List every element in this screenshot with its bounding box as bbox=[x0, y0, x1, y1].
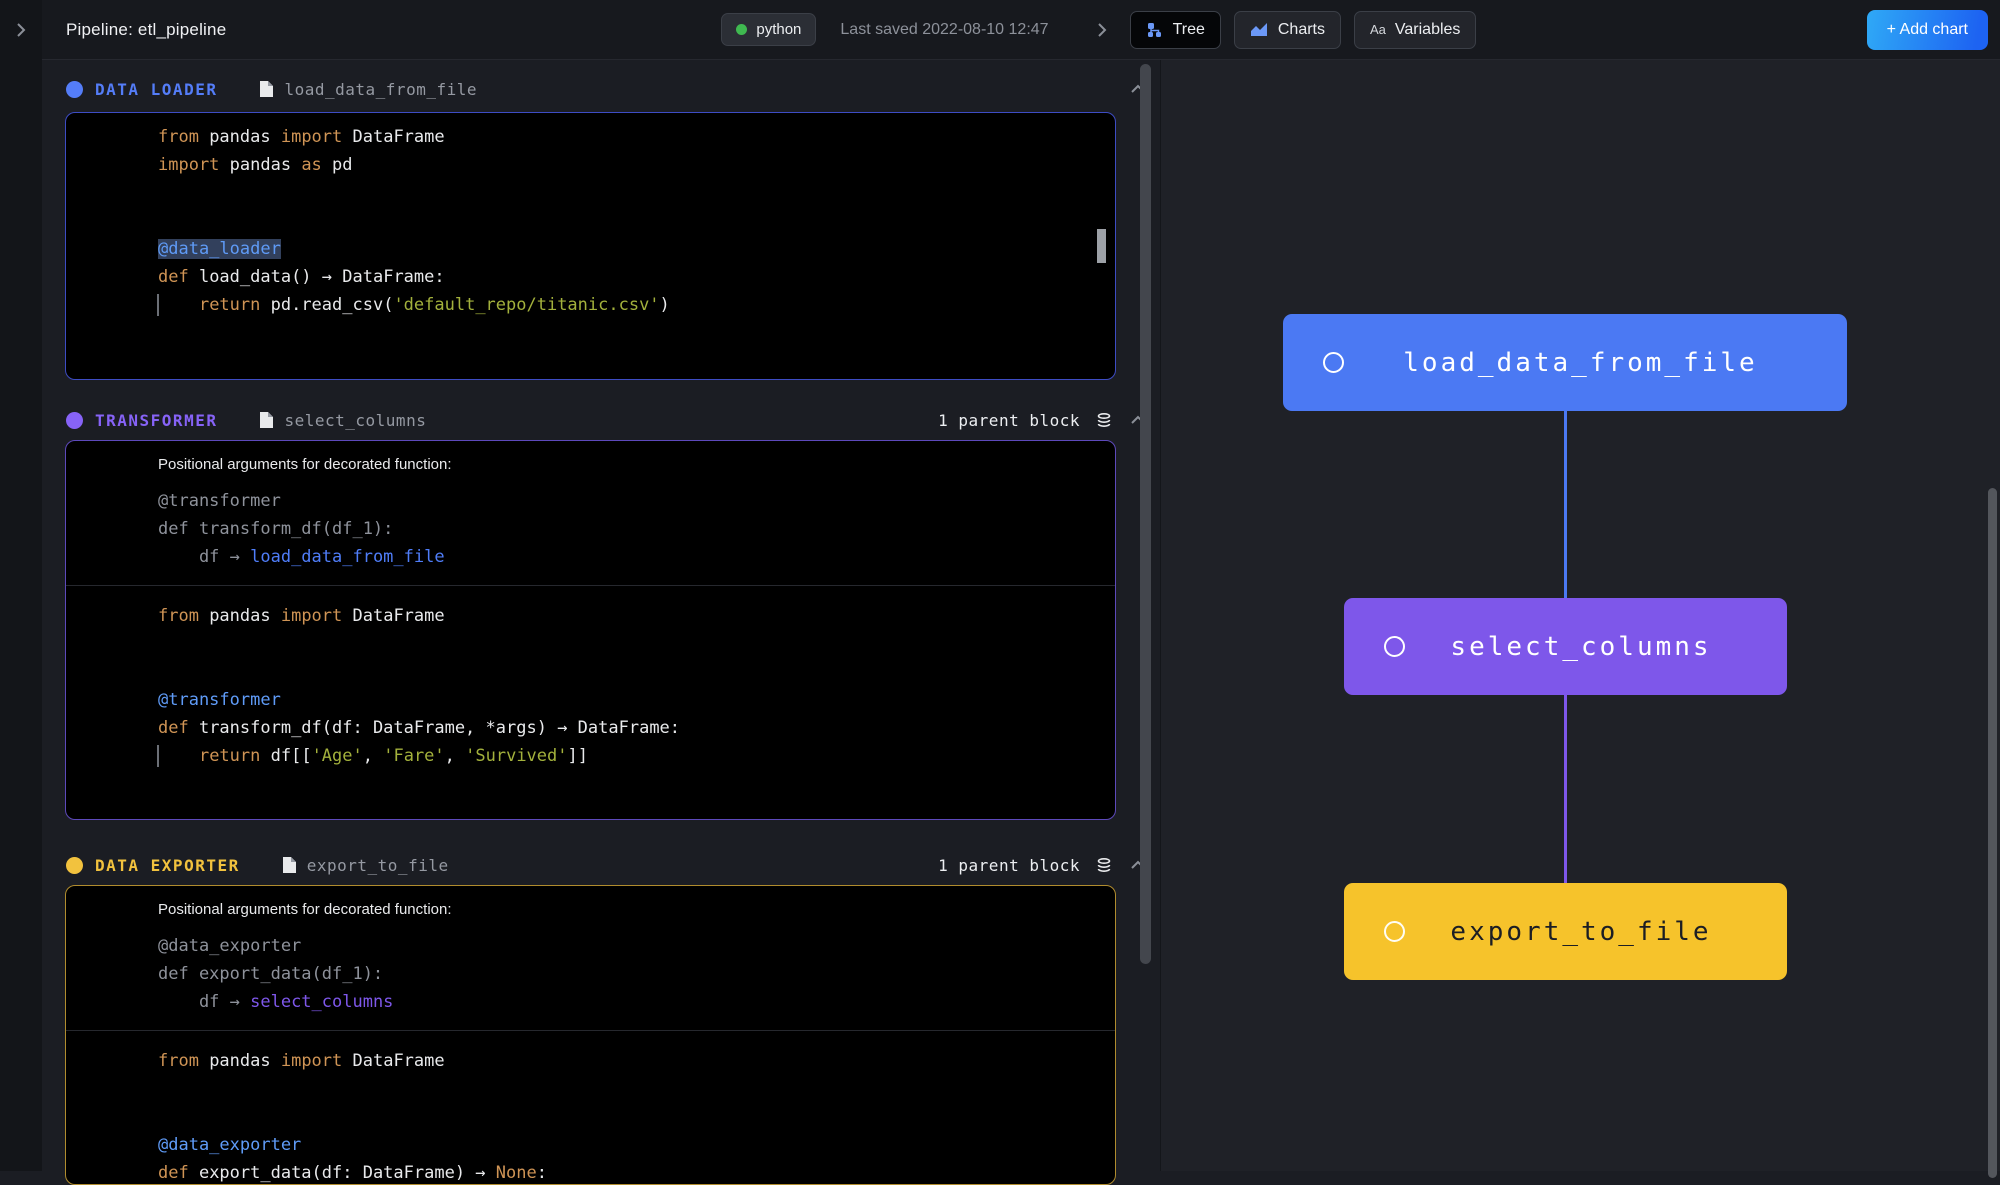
file-icon bbox=[282, 856, 297, 874]
code-line: df → select_columns bbox=[158, 992, 394, 1012]
variables-icon: Aa bbox=[1370, 22, 1386, 37]
code-line: def transform_df(df: DataFrame, *args) →… bbox=[158, 718, 681, 738]
code-line: return pd.read_csv('default_repo/titanic… bbox=[157, 291, 1115, 319]
dependency-tree-panel: load_data_from_file select_columns export_… bbox=[1160, 60, 2000, 1178]
last-saved-text: Last saved 2022-08-10 12:47 bbox=[840, 20, 1049, 38]
parent-stack-icon[interactable] bbox=[1096, 857, 1112, 873]
tree-node-select_columns[interactable]: select_columns bbox=[1344, 598, 1787, 695]
divider bbox=[66, 1030, 1115, 1031]
parent-block-count: 1 parent block bbox=[938, 410, 1080, 430]
block-type-label: TRANSFORMER bbox=[95, 410, 218, 430]
code-block-transformer[interactable]: Positional arguments for decorated funct… bbox=[65, 440, 1116, 820]
code-line: import pandas as pd bbox=[158, 155, 353, 175]
circle-outline-icon bbox=[1323, 352, 1344, 373]
tab-variables[interactable]: Aa Variables bbox=[1354, 10, 1477, 49]
tab-variables-label: Variables bbox=[1394, 20, 1461, 38]
code-line: @data_loader bbox=[158, 239, 281, 259]
file-icon bbox=[259, 411, 274, 429]
args-title: Positional arguments for decorated funct… bbox=[158, 901, 452, 918]
positional-args-section: Positional arguments for decorated funct… bbox=[66, 441, 1115, 585]
chart-icon bbox=[1250, 22, 1267, 36]
file-icon bbox=[259, 80, 274, 98]
code-line: @data_exporter bbox=[158, 1135, 302, 1155]
code-block-data-exporter[interactable]: Positional arguments for decorated funct… bbox=[65, 885, 1116, 1185]
block-filename: export_to_file bbox=[306, 855, 449, 875]
code-line: @transformer bbox=[158, 491, 281, 511]
block-filename: select_columns bbox=[284, 410, 427, 430]
tree-node-label: select_columns bbox=[1450, 631, 1712, 662]
code-line: from pandas import DataFrame bbox=[158, 127, 445, 147]
pipeline-editor-panel: DATA LOADER load_data_from_file from pan… bbox=[42, 60, 1160, 1185]
code-line: def export_data(df_1): bbox=[158, 964, 384, 984]
editor-panel-scrollbar[interactable] bbox=[1140, 64, 1151, 964]
code-line bbox=[158, 1103, 1115, 1131]
code-line bbox=[158, 207, 1115, 235]
tree-icon bbox=[1147, 22, 1161, 37]
block-header-data-exporter: DATA EXPORTER export_to_file 1 parent bl… bbox=[42, 848, 1160, 882]
block-header-transformer: TRANSFORMER select_columns 1 parent bloc… bbox=[42, 403, 1160, 437]
tree-edge bbox=[1564, 411, 1567, 598]
parent-stack-icon[interactable] bbox=[1096, 412, 1112, 428]
tab-tree[interactable]: Tree bbox=[1129, 10, 1221, 49]
code-editor-scrollbar[interactable] bbox=[1097, 229, 1106, 263]
code-line bbox=[158, 179, 1115, 207]
tree-node-label: export_to_file bbox=[1450, 916, 1712, 947]
code-line: df → load_data_from_file bbox=[158, 547, 445, 567]
tab-charts[interactable]: Charts bbox=[1233, 10, 1341, 49]
code-line: @data_exporter bbox=[158, 936, 302, 956]
code-line bbox=[158, 1075, 1115, 1103]
add-chart-button[interactable]: + Add chart bbox=[1866, 10, 1988, 50]
chevron-right-icon bbox=[1097, 22, 1106, 37]
code-line bbox=[158, 658, 1115, 686]
block-header-data-loader: DATA LOADER load_data_from_file bbox=[42, 72, 1160, 106]
circle-outline-icon bbox=[1384, 636, 1405, 657]
block-color-dot bbox=[66, 856, 83, 874]
chevron-right-icon bbox=[17, 22, 26, 37]
parent-block-count: 1 parent block bbox=[938, 855, 1080, 875]
code-line: def load_data() → DataFrame: bbox=[158, 267, 445, 287]
block-color-dot bbox=[66, 411, 83, 429]
code-line: return df[['Age', 'Fare', 'Survived']] bbox=[157, 742, 1115, 770]
top-bar: Pipeline: etl_pipeline python Last saved… bbox=[0, 0, 2000, 60]
block-type-label: DATA LOADER bbox=[95, 79, 218, 99]
code-line: def transform_df(df_1): bbox=[158, 519, 394, 539]
positional-args-section: Positional arguments for decorated funct… bbox=[66, 886, 1115, 1030]
block-type-label: DATA EXPORTER bbox=[95, 855, 240, 875]
tree-edge bbox=[1564, 695, 1567, 883]
block-filename: load_data_from_file bbox=[284, 79, 477, 99]
code-line: from pandas import DataFrame bbox=[158, 1051, 445, 1071]
tree-node-label: load_data_from_file bbox=[1403, 347, 1758, 378]
code-line: def export_data(df: DataFrame) → None: bbox=[158, 1163, 547, 1183]
code-line: from pandas import DataFrame bbox=[158, 606, 445, 626]
graph-panel-scrollbar[interactable] bbox=[1988, 488, 1997, 1178]
tab-tree-label: Tree bbox=[1172, 20, 1205, 38]
pipeline-title: Pipeline: etl_pipeline bbox=[66, 19, 227, 39]
right-panel-collapse-button[interactable] bbox=[1087, 21, 1117, 39]
sidebar-expand-button[interactable] bbox=[0, 0, 42, 60]
tree-node-export_to_file[interactable]: export_to_file bbox=[1344, 883, 1787, 980]
block-color-dot bbox=[66, 80, 83, 98]
tree-node-load_data_from_file[interactable]: load_data_from_file bbox=[1283, 314, 1847, 411]
divider bbox=[66, 585, 1115, 586]
language-label: python bbox=[756, 21, 802, 38]
circle-outline-icon bbox=[1384, 921, 1405, 942]
left-rail bbox=[0, 60, 42, 1171]
language-status-dot bbox=[736, 24, 748, 35]
code-block-data-loader[interactable]: from pandas import DataFrame import panda… bbox=[65, 112, 1116, 380]
code-line bbox=[158, 630, 1115, 658]
args-title: Positional arguments for decorated funct… bbox=[158, 456, 452, 473]
code-line: @transformer bbox=[158, 690, 281, 710]
tab-charts-label: Charts bbox=[1277, 20, 1325, 38]
language-badge[interactable]: python bbox=[721, 13, 817, 46]
